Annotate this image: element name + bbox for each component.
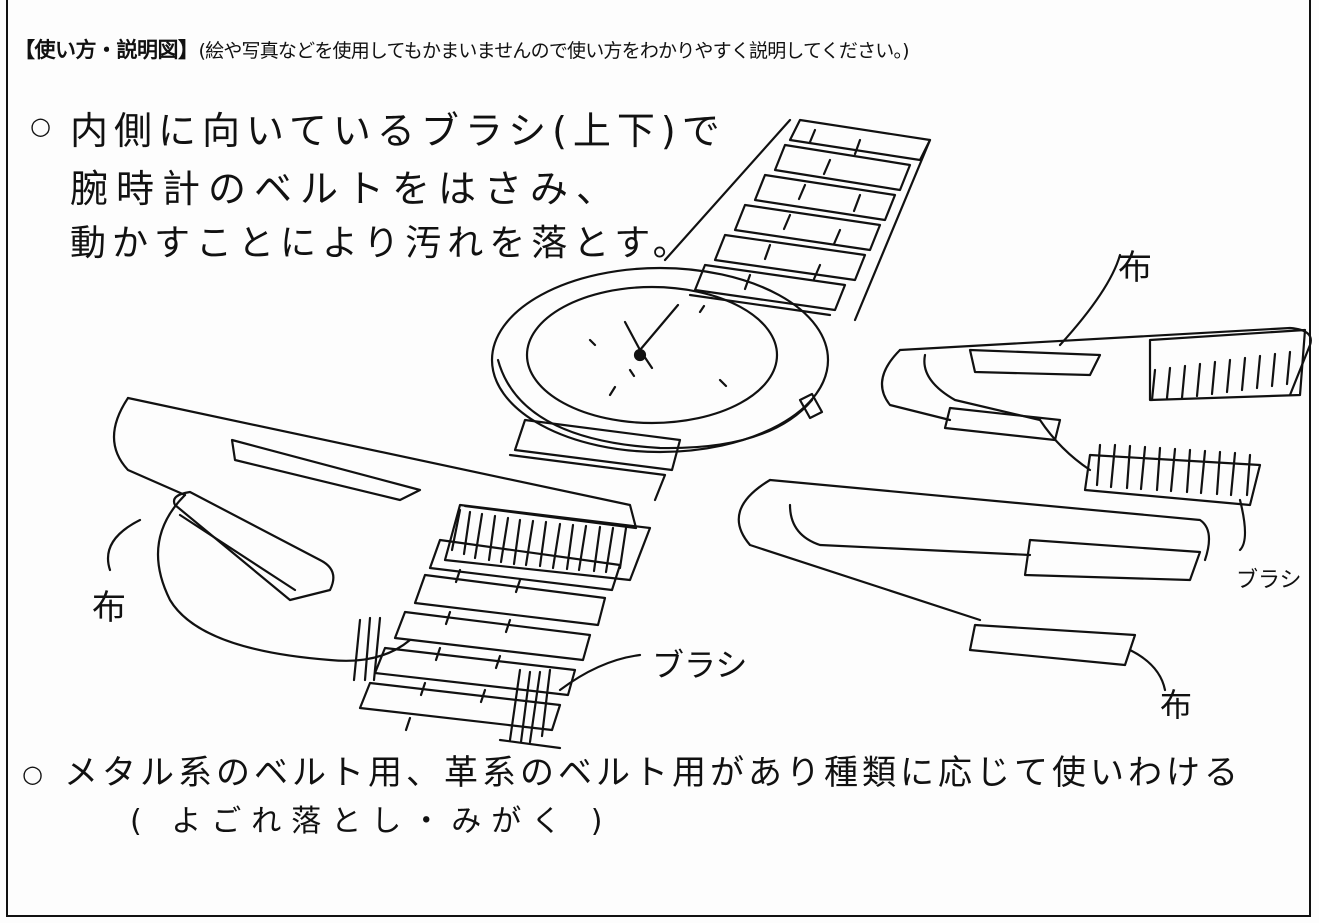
sheet-border [6,0,1311,917]
usage-note-line-5: ( よごれ落とし・みがく ) [130,804,613,839]
section-header: 【使い方・説明図】(絵や写真などを使用してもかまいませんので使い方をわかりやすく… [14,34,910,68]
cloth-label-bottom-right: 布 [1160,686,1193,724]
brush-center-leader [558,653,642,692]
note-bullet-2: ○ [22,760,43,788]
usage-note-line-1: 内側に向いているブラシ(上下)で [70,109,726,153]
brush-label-right: ブラシ [1236,568,1302,593]
top-right-cleaner [880,253,1312,552]
note-bullet-1: ○ [30,112,51,140]
usage-note-line-3: 動かすことにより汚れを落とす。 [70,223,695,264]
section-instruction: (絵や写真などを使用してもかまいませんので使い方をわかりやすく説明してください。… [198,40,910,62]
watch-case [490,266,830,454]
section-title: 【使い方・説明図】 [14,38,199,62]
left-cleaner-tool [112,396,652,750]
brush-label-center: ブラシ [652,646,748,684]
usage-note-line-4: メタル系のベルト用、革系のベルト用があり種類に応じて使いわける [64,753,1242,793]
upper-watch-band [663,118,932,322]
cloth-label-left: 布 [92,588,126,628]
bottom-right-cleaner [737,478,1211,692]
cloth-label-top-right: 布 [1118,248,1152,288]
lower-watch-band [358,418,682,732]
cloth-left-leader [106,518,142,572]
usage-note-line-2: 腕時計のベルトをはさみ、 [70,167,623,211]
